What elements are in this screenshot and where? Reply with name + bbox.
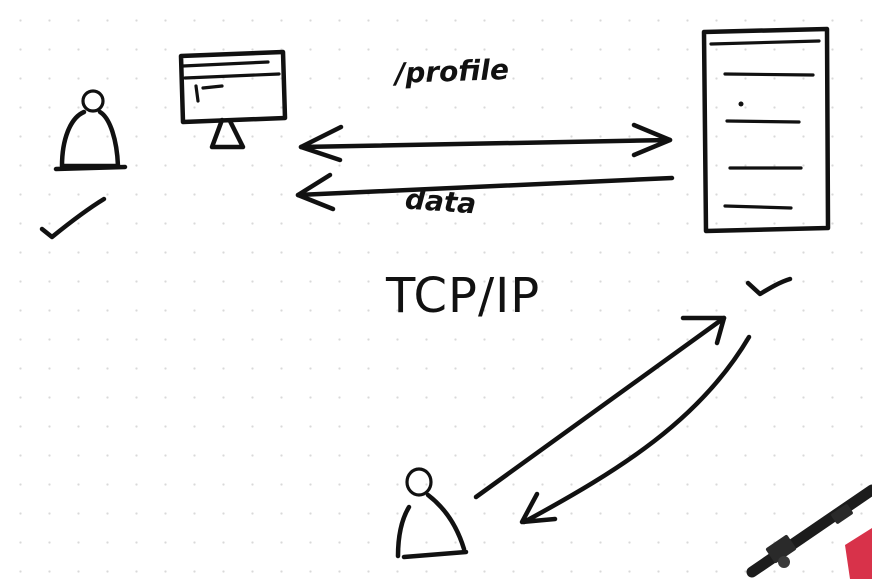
downward-arrow xyxy=(519,334,752,525)
checkmark-left-icon xyxy=(39,196,107,240)
microphone-stand-icon xyxy=(746,484,872,579)
monitor-icon xyxy=(178,49,288,150)
user-bottom-icon xyxy=(395,467,469,560)
request-path-label: /profile xyxy=(394,53,510,90)
response-arrow xyxy=(295,172,675,212)
protocol-label: TCP/IP xyxy=(386,268,541,324)
upward-arrow xyxy=(473,315,727,500)
request-arrow xyxy=(298,122,673,163)
user-left-icon xyxy=(53,89,128,172)
checkmark-right-icon xyxy=(745,276,793,297)
server-icon xyxy=(701,26,831,234)
response-data-label: data xyxy=(403,182,478,221)
